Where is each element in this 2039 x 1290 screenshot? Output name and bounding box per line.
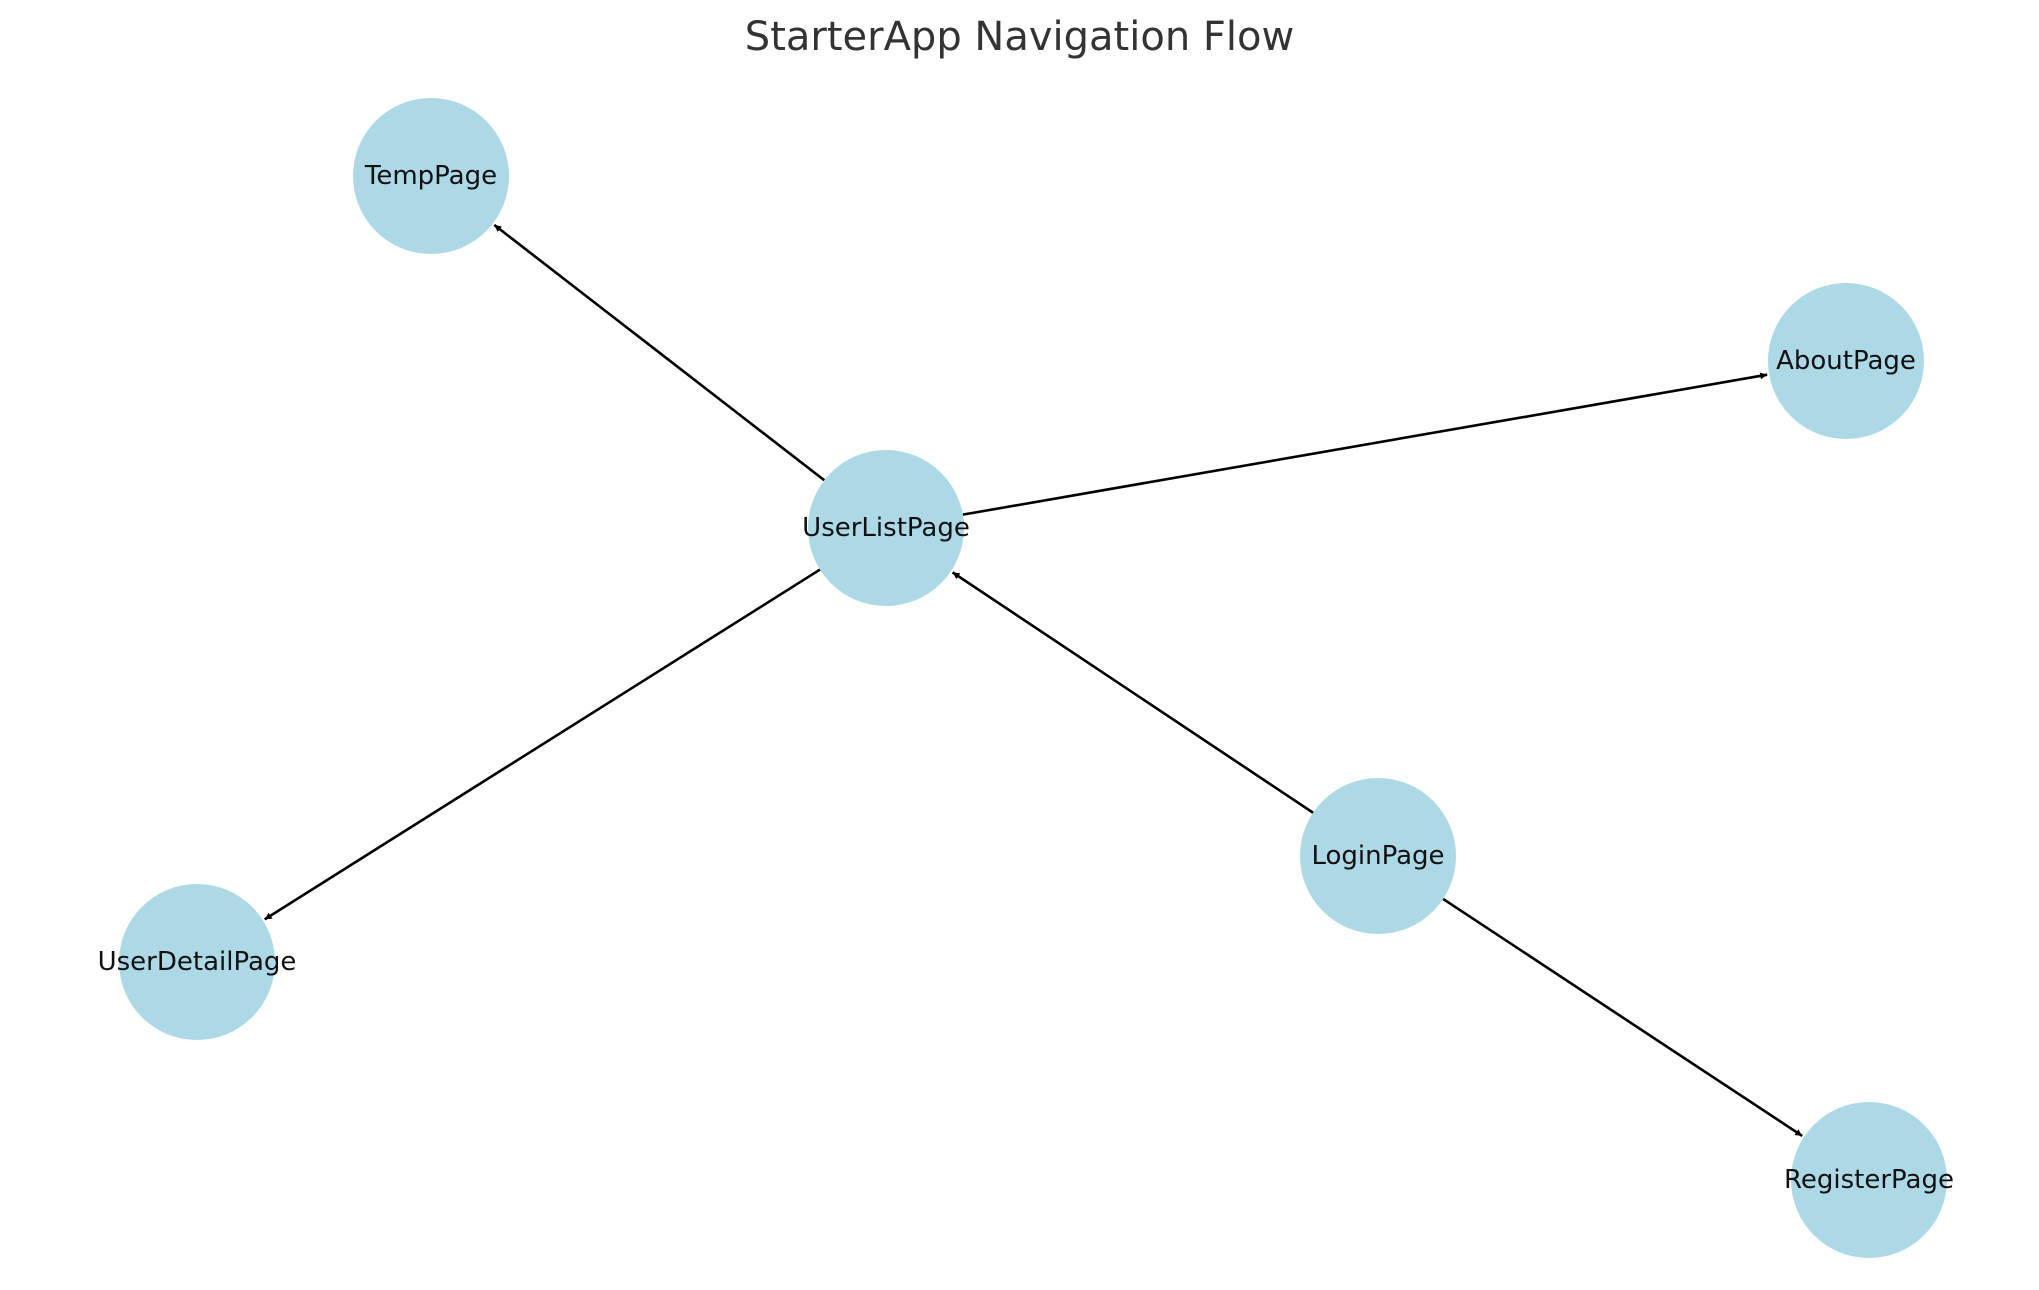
edges-layer <box>263 223 1803 1138</box>
node-userlist: UserListPage <box>802 450 970 606</box>
node-userdetail: UserDetailPage <box>98 884 297 1040</box>
node-label-register: RegisterPage <box>1784 1165 1954 1195</box>
nodes-layer: TempPageAboutPageUserListPageLoginPageUs… <box>98 98 1954 1258</box>
edge-userlist-to-about <box>962 372 1768 516</box>
node-label-about: AboutPage <box>1776 346 1916 376</box>
node-circle-register <box>1791 1102 1947 1258</box>
node-label-userlist: UserListPage <box>802 513 970 543</box>
node-login: LoginPage <box>1300 778 1456 934</box>
edge-login-to-register <box>1442 897 1803 1138</box>
edge-userlist-to-userdetail <box>263 568 821 921</box>
node-temp: TempPage <box>353 98 509 254</box>
node-circle-userlist <box>808 450 964 606</box>
node-circle-login <box>1300 778 1456 934</box>
node-about: AboutPage <box>1768 283 1924 439</box>
node-label-userdetail: UserDetailPage <box>98 947 297 977</box>
node-circle-temp <box>353 98 509 254</box>
node-register: RegisterPage <box>1784 1102 1954 1258</box>
diagram-title: StarterApp Navigation Flow <box>744 14 1295 60</box>
edge-userlist-to-temp <box>493 223 826 482</box>
node-label-login: LoginPage <box>1311 841 1444 871</box>
node-label-temp: TempPage <box>364 161 497 191</box>
edge-login-to-userlist <box>951 571 1314 814</box>
node-circle-userdetail <box>119 884 275 1040</box>
node-circle-about <box>1768 283 1924 439</box>
